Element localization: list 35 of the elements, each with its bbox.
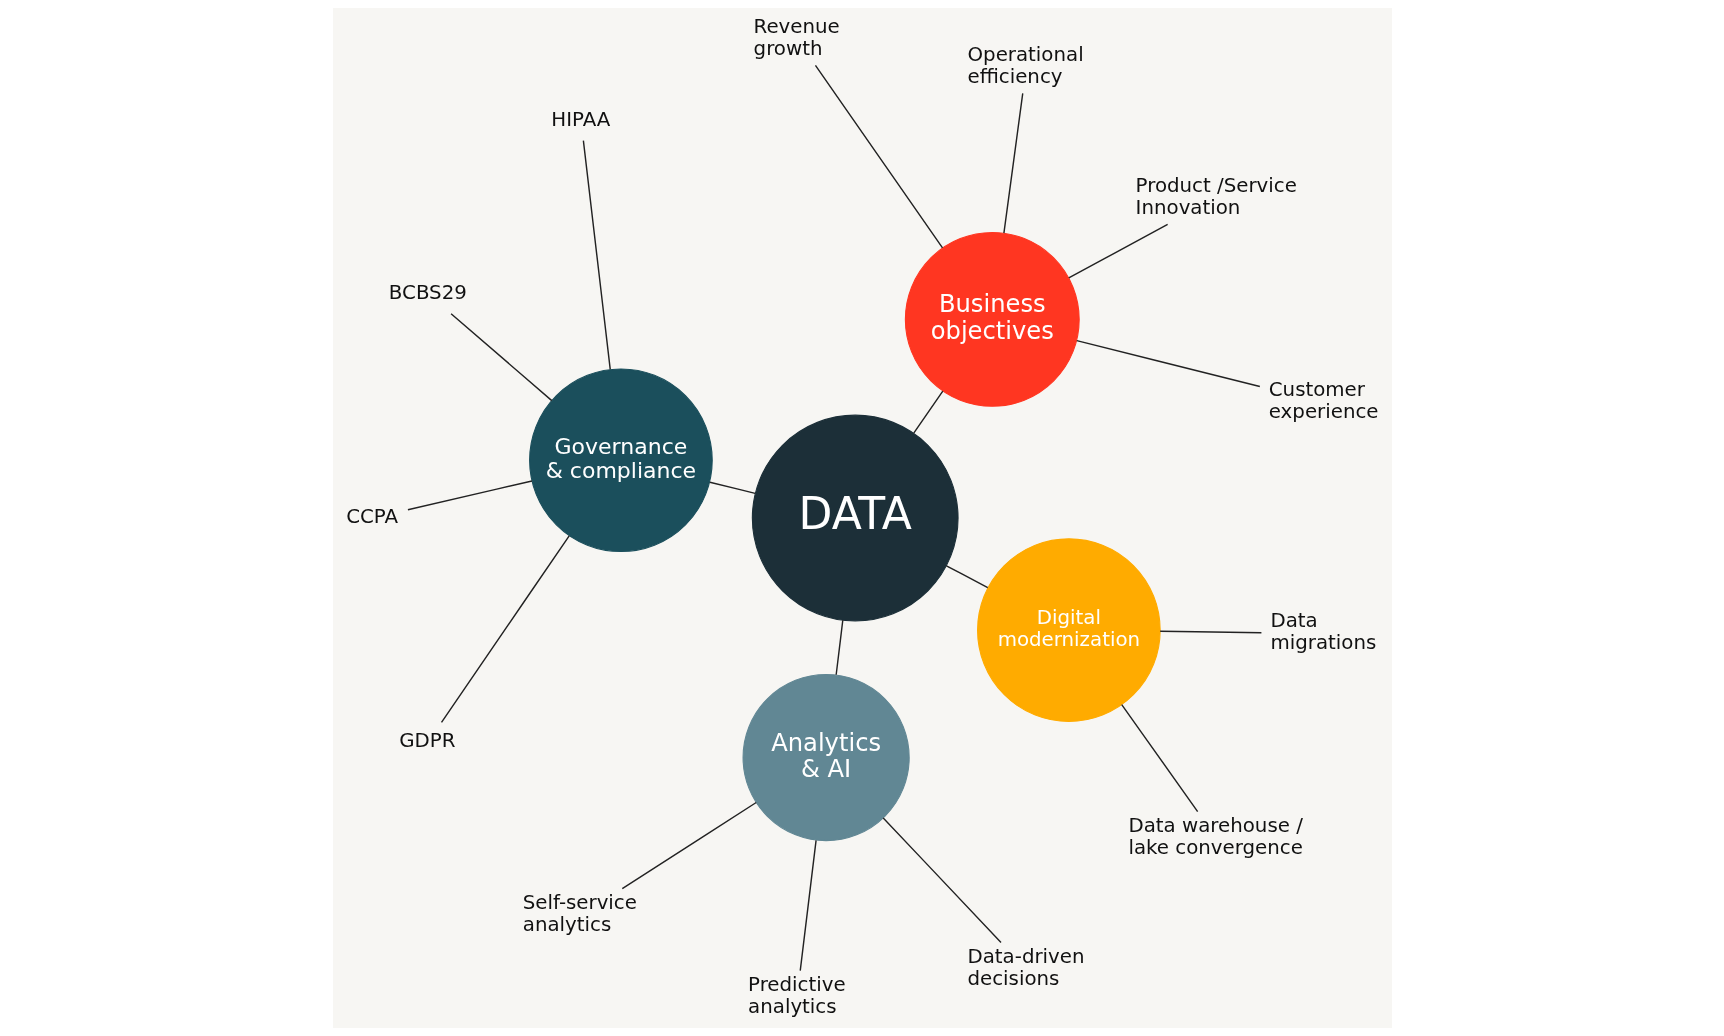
connector (708, 481, 756, 495)
node-text: Data-driven decisions (966, 945, 1085, 991)
node-circle: DATA (751, 414, 959, 622)
connector (882, 817, 1002, 944)
node-text: HIPAA (550, 107, 610, 131)
connector (1120, 703, 1198, 813)
node-circle: Analytics & AI (742, 673, 910, 842)
node-text: Predictive analytics (747, 972, 846, 1018)
node-circle: Digital modernization (976, 538, 1161, 722)
node-text: Self-service analytics (522, 891, 637, 937)
connector (449, 313, 552, 402)
connector (1067, 223, 1168, 279)
connector (1002, 92, 1023, 234)
connector (945, 565, 988, 589)
node-circle: Governance & compliance (528, 368, 713, 553)
node-text: Revenue growth (753, 14, 840, 60)
connector (621, 801, 757, 890)
node-text: GDPR (398, 729, 456, 753)
connector (582, 139, 611, 370)
node-text: Customer experience (1268, 378, 1379, 424)
connector (912, 390, 943, 434)
connector (1158, 630, 1262, 634)
node-text: Data warehouse / lake convergence (1127, 813, 1303, 859)
node-text: BCBS29 (388, 280, 467, 304)
connector (799, 839, 817, 972)
connector (834, 619, 843, 676)
node-text: CCPA (345, 504, 398, 528)
connector (440, 535, 570, 724)
connector (814, 64, 943, 249)
node-text: Data migrations (1269, 609, 1376, 655)
node-text: Product /Service Innovation (1135, 173, 1297, 219)
node-circle: Business objectives (904, 231, 1080, 407)
connector (406, 480, 533, 511)
connector (1075, 339, 1261, 388)
node-text: Operational efficiency (966, 42, 1084, 88)
